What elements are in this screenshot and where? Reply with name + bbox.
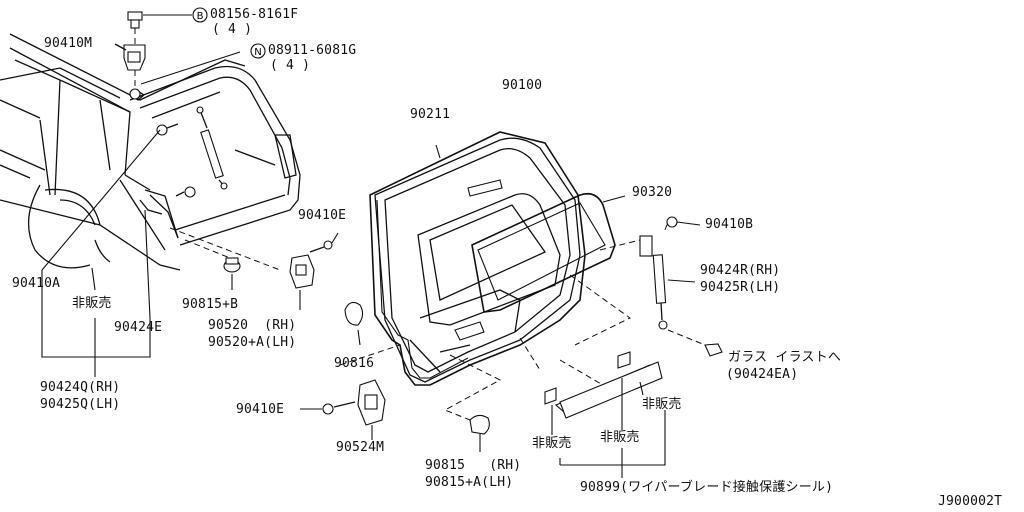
- label-90524M: 90524M: [336, 440, 385, 455]
- label-not-sold-bottom-left: 非販売: [532, 436, 572, 451]
- hinge-bolt-assembly: [114, 11, 146, 100]
- label-90410E-top: 90410E: [298, 208, 347, 223]
- label-bolt-qty: ( 4 ): [212, 22, 253, 37]
- label-90815B: 90815+B: [182, 297, 239, 312]
- weatherstrip-90211: [369, 131, 586, 386]
- label-90410E-bottom: 90410E: [236, 402, 285, 417]
- diagram-code: J900002T: [938, 494, 1003, 509]
- protective-seals-90899: [544, 351, 666, 478]
- label-90100: 90100: [502, 78, 543, 93]
- grommet-90815B: [223, 257, 241, 290]
- label-90424R: 90424R(RH): [700, 263, 781, 278]
- label-bolt-08156: 08156-8161F: [210, 7, 299, 22]
- circle-marker-n: N: [250, 43, 266, 59]
- label-90815A: 90815+A(LH): [425, 475, 514, 490]
- glass-molding-90320: [471, 192, 626, 313]
- label-glass-illust: ガラス イラストへ: [728, 350, 842, 365]
- label-nut-qty: ( 4 ): [270, 58, 311, 73]
- label-90520: 90520 (RH): [208, 318, 297, 333]
- left-leader-lines: [41, 129, 161, 377]
- label-90816: 90816: [334, 356, 375, 371]
- label-90520A: 90520+A(LH): [208, 335, 297, 350]
- label-90899: 90899(ワイパーブレード接触保護シール): [580, 480, 834, 495]
- grommet-90815: [469, 414, 490, 452]
- body-fasteners: [128, 89, 196, 198]
- label-not-sold-left: 非販売: [72, 296, 112, 311]
- label-glass-ref: (90424EA): [726, 367, 799, 382]
- svg-text:N: N: [254, 47, 261, 58]
- vehicle-body-outline: [0, 33, 246, 271]
- label-90410B: 90410B: [705, 217, 754, 232]
- svg-text:B: B: [197, 11, 204, 22]
- glass-reference-arrow: [667, 329, 723, 357]
- label-90320: 90320: [632, 185, 673, 200]
- label-not-sold-bottom-mid: 非販売: [600, 430, 640, 445]
- lock-assembly-90520: [289, 232, 339, 310]
- label-90425Q: 90425Q(LH): [40, 397, 121, 412]
- right-guide-lines: [339, 221, 669, 421]
- back-door-panel-90100: [374, 137, 581, 383]
- bolt-callout-lines: [140, 14, 241, 85]
- bolt-90410B: [666, 216, 701, 228]
- body-back-door-opening: [129, 65, 301, 246]
- label-90424Q: 90424Q(RH): [40, 380, 121, 395]
- label-90410A: 90410A: [12, 276, 61, 291]
- body-stay-strut: [196, 106, 228, 190]
- label-not-sold-right: 非販売: [642, 397, 682, 412]
- label-90424E: 90424E: [114, 320, 163, 335]
- lock-90524M: [300, 379, 386, 440]
- label-90425R: 90425R(LH): [700, 280, 781, 295]
- label-90815: 90815 (RH): [425, 458, 522, 473]
- stay-90424R: [639, 235, 696, 330]
- label-90211: 90211: [410, 107, 451, 122]
- label-90410M: 90410M: [44, 36, 93, 51]
- label-nut-08911: 08911-6081G: [268, 43, 357, 58]
- cap-90816: [344, 301, 364, 346]
- circle-marker-b: B: [192, 7, 208, 23]
